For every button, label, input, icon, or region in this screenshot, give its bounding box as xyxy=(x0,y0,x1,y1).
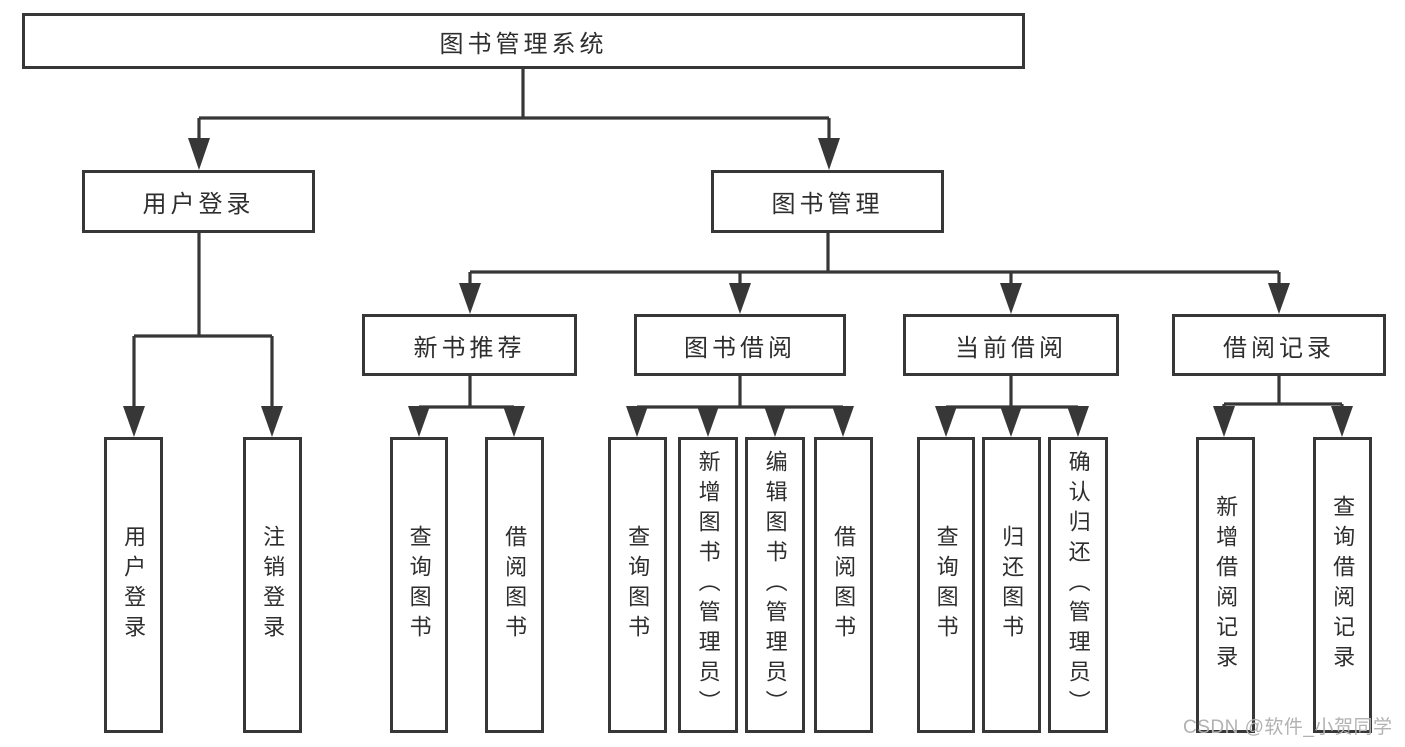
arrow-to-leaf-logout xyxy=(261,406,283,437)
leaf-user-login-label: 用户登录 xyxy=(121,525,147,645)
leaf-bb-add-books-admin: 新增图书（管理员） xyxy=(678,437,738,733)
leaf-user-login: 用户登录 xyxy=(104,437,163,733)
leaf-nbr-query-books-label: 查询图书 xyxy=(406,525,432,645)
leaf-cb-confirm-return-admin-label: 确认归还（管理员） xyxy=(1065,450,1091,720)
leaf-nbr-query-books: 查询图书 xyxy=(390,437,448,733)
leaf-bb-edit-books-admin: 编辑图书（管理员） xyxy=(745,437,805,733)
node-book-management: 图书管理 xyxy=(711,170,944,233)
leaf-bb-borrow-books-label: 借阅图书 xyxy=(831,525,857,645)
node-user-login: 用户登录 xyxy=(82,170,315,233)
leaf-nbr-borrow-books: 借阅图书 xyxy=(485,437,544,733)
leaf-bb-add-books-admin-label: 新增图书（管理员） xyxy=(695,450,721,720)
leaf-cb-query-books-label: 查询图书 xyxy=(933,525,959,645)
node-current-borrow: 当前借阅 xyxy=(903,314,1119,376)
node-borrow-records: 借阅记录 xyxy=(1172,314,1386,376)
arrow-to-current-borrow xyxy=(1000,283,1022,314)
leaf-cb-return-books-label: 归还图书 xyxy=(999,525,1025,645)
leaf-bb-edit-books-admin-label: 编辑图书（管理员） xyxy=(762,450,788,720)
leaf-bb-query-books: 查询图书 xyxy=(608,437,667,733)
leaf-cb-confirm-return-admin: 确认归还（管理员） xyxy=(1048,437,1108,733)
leaf-cb-query-books: 查询图书 xyxy=(917,437,975,733)
node-root-library-management-system: 图书管理系统 xyxy=(22,13,1025,69)
leaf-bb-query-books-label: 查询图书 xyxy=(625,525,651,645)
leaf-br-add-record: 新增借阅记录 xyxy=(1196,437,1255,733)
leaf-cb-return-books: 归还图书 xyxy=(982,437,1041,733)
csdn-watermark: CSDN @软件_小贺同学 xyxy=(1183,717,1393,738)
arrow-to-leaf-user-login xyxy=(123,406,145,437)
leaf-br-query-record: 查询借阅记录 xyxy=(1313,437,1372,733)
node-new-book-recommend: 新书推荐 xyxy=(362,314,577,376)
leaf-logout-login-label: 注销登录 xyxy=(260,525,286,645)
leaf-bb-borrow-books: 借阅图书 xyxy=(814,437,873,733)
arrow-to-borrow-records xyxy=(1268,283,1290,314)
arrow-to-book-borrow xyxy=(729,283,751,314)
leaf-nbr-borrow-books-label: 借阅图书 xyxy=(502,525,528,645)
leaf-br-query-record-label: 查询借阅记录 xyxy=(1330,495,1356,675)
node-book-borrow: 图书借阅 xyxy=(634,314,846,376)
leaf-logout-login: 注销登录 xyxy=(243,437,302,733)
arrow-to-user-login xyxy=(188,138,210,170)
arrow-to-book-management xyxy=(818,138,840,170)
arrow-to-new-book-recommend xyxy=(459,283,481,314)
leaf-br-add-record-label: 新增借阅记录 xyxy=(1213,495,1239,675)
